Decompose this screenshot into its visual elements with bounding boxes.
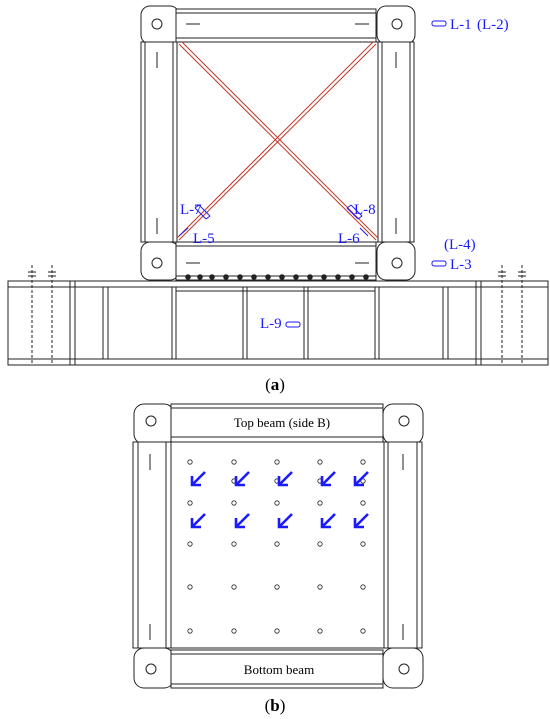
b-infill-panel <box>170 441 385 649</box>
gauge-label-l6: L-6 <box>338 231 360 247</box>
b-right-column <box>383 441 423 649</box>
gauge-markers <box>178 20 447 328</box>
gauge-label-l2: (L-2) <box>477 17 509 33</box>
figure-a <box>7 5 549 366</box>
b-hole-grid <box>187 459 366 634</box>
right-column <box>377 41 415 243</box>
top-beam <box>175 8 377 43</box>
foundation-beam <box>7 280 549 366</box>
gauge-label-l8: L-8 <box>354 202 376 218</box>
left-column <box>140 41 178 243</box>
gauge-label-l9: L-9 <box>260 316 282 332</box>
b-bottom-beam <box>170 649 384 689</box>
gauge-label-l3: L-3 <box>450 257 472 273</box>
diagonal-brace <box>176 41 379 241</box>
corner-lug-top-left <box>140 5 180 45</box>
bottom-beam-label: Bottom beam <box>244 662 314 677</box>
top-beam-label: Top beam (side B) <box>234 415 330 430</box>
b-corner-lug-bottom-right <box>382 647 424 689</box>
base-bolts <box>185 274 369 280</box>
b-top-beam <box>170 403 384 443</box>
b-corner-lug-bottom-left <box>133 647 175 689</box>
corner-lug-top-right <box>376 5 416 45</box>
caption-a: (a) <box>265 375 285 394</box>
figure-b <box>132 403 424 689</box>
b-left-column <box>132 441 172 649</box>
caption-b: (b) <box>265 696 286 715</box>
gauge-label-l7: L-7 <box>180 202 202 218</box>
bottom-beam <box>175 241 377 281</box>
b-corner-lug-top-right <box>382 403 424 445</box>
gauge-label-l1: L-1 <box>450 17 472 33</box>
b-corner-lug-top-left <box>133 403 175 445</box>
anchor-rod-tops <box>28 271 526 277</box>
gauge-label-l4: (L-4) <box>444 237 476 253</box>
gauge-label-l5: L-5 <box>193 231 215 247</box>
corner-lug-bottom-right <box>376 241 416 281</box>
anchor-rods <box>31 265 523 365</box>
corner-lug-bottom-left <box>140 241 180 281</box>
b-load-arrows <box>190 470 370 529</box>
